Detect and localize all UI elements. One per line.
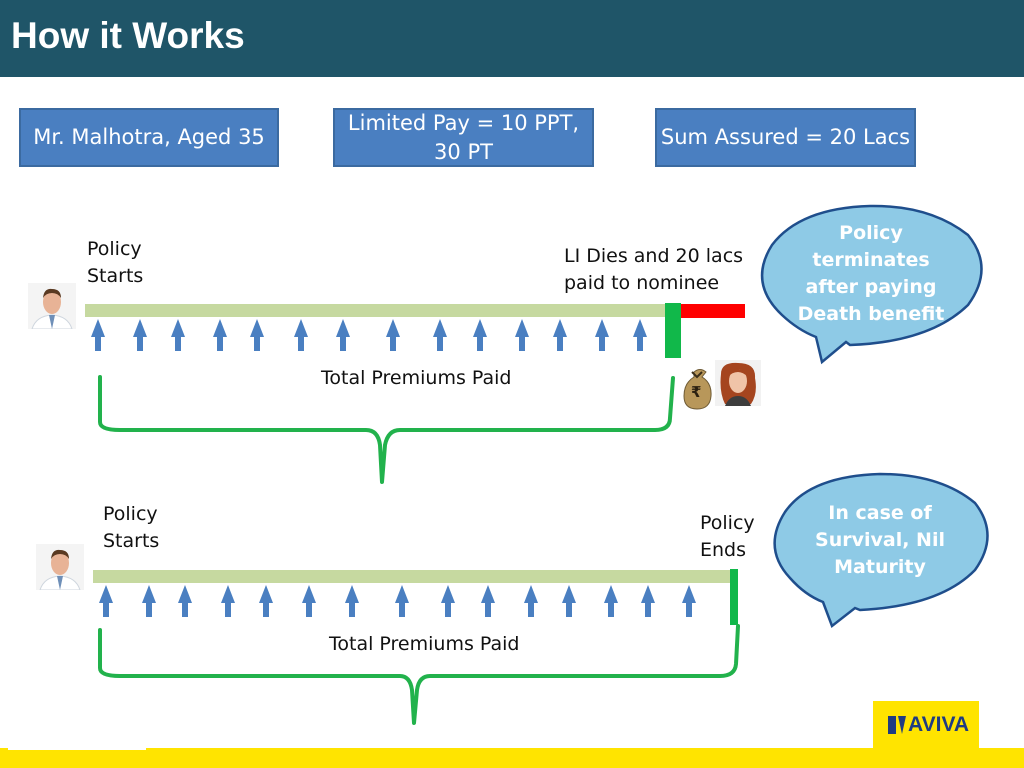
death-event-line-1: LI Dies and 20 lacs bbox=[564, 245, 744, 267]
premiums-brace-2 bbox=[98, 624, 740, 725]
premium-arrow bbox=[515, 319, 529, 351]
premium-timeline-bar-2 bbox=[93, 570, 733, 583]
survival-bubble-text: In case of Survival, Nil Maturity bbox=[780, 500, 980, 581]
total-premiums-label: Total Premiums Paid bbox=[321, 367, 512, 389]
policy-ends-line-2: Ends bbox=[700, 539, 747, 561]
premium-arrow bbox=[441, 585, 455, 617]
insured-box: Mr. Malhotra, Aged 35 bbox=[19, 108, 279, 167]
death-event-line-2: paid to nominee bbox=[564, 272, 720, 294]
premium-arrow bbox=[595, 319, 609, 351]
footer-white-bar bbox=[8, 745, 146, 750]
policyholder-photo-2 bbox=[36, 544, 84, 590]
policy-ends-line-1: Policy bbox=[700, 512, 755, 534]
total-premiums-label-2: Total Premiums Paid bbox=[329, 633, 520, 655]
premium-arrow bbox=[633, 319, 647, 351]
death-event-label: LI Dies and 20 lacs paid to nominee bbox=[564, 243, 743, 297]
premium-arrow bbox=[259, 585, 273, 617]
policy-starts-label-2: Policy Starts bbox=[103, 501, 159, 555]
aviva-logo-mark-icon bbox=[888, 716, 906, 734]
premium-arrow bbox=[171, 319, 185, 351]
premium-arrow bbox=[553, 319, 567, 351]
bubble-line-4: Death benefit bbox=[797, 303, 945, 325]
sum-assured-label: Sum Assured = 20 Lacs bbox=[660, 125, 911, 149]
premium-arrow bbox=[221, 585, 235, 617]
bubble-line-3: after paying bbox=[805, 276, 937, 298]
rupee-symbol: ₹ bbox=[691, 383, 702, 401]
death-event-marker bbox=[665, 303, 681, 358]
premium-arrow bbox=[386, 319, 400, 351]
policy-starts-label: Policy Starts bbox=[87, 236, 143, 290]
policy-starts-line-2: Starts bbox=[87, 265, 144, 287]
premium-arrow bbox=[336, 319, 350, 351]
premium-arrow bbox=[473, 319, 487, 351]
insured-label: Mr. Malhotra, Aged 35 bbox=[33, 125, 265, 149]
bubble-line-2: terminates bbox=[812, 249, 930, 271]
premiums-brace bbox=[98, 375, 675, 484]
premium-arrow bbox=[433, 319, 447, 351]
footer-yellow-strip bbox=[0, 748, 1024, 768]
title-bar: How it Works bbox=[0, 0, 1024, 77]
policy-ends-label: Policy Ends bbox=[700, 510, 755, 564]
premium-timeline-bar bbox=[85, 304, 669, 317]
premium-arrow bbox=[302, 585, 316, 617]
policy-starts-line-2: Starts bbox=[103, 530, 160, 552]
premium-arrow bbox=[99, 585, 113, 617]
premium-arrow bbox=[604, 585, 618, 617]
death-segment-bar bbox=[680, 304, 745, 318]
bubble-line-3: Maturity bbox=[834, 556, 926, 578]
premium-arrow bbox=[481, 585, 495, 617]
premium-arrow bbox=[562, 585, 576, 617]
premium-arrow bbox=[91, 319, 105, 351]
premium-arrow bbox=[345, 585, 359, 617]
policy-starts-line-1: Policy bbox=[103, 503, 158, 525]
death-benefit-bubble-text: Policy terminates after paying Death ben… bbox=[771, 220, 971, 328]
premium-arrow bbox=[524, 585, 538, 617]
bubble-line-1: In case of bbox=[828, 502, 932, 524]
premium-arrow bbox=[250, 319, 264, 351]
bubble-line-2: Survival, Nil bbox=[815, 529, 945, 551]
policy-end-marker bbox=[730, 569, 738, 625]
policyholder-photo bbox=[28, 283, 76, 329]
premium-arrow bbox=[395, 585, 409, 617]
premium-arrow bbox=[213, 319, 227, 351]
premium-arrow bbox=[682, 585, 696, 617]
bubble-line-1: Policy bbox=[839, 222, 903, 244]
premium-arrow bbox=[142, 585, 156, 617]
policy-starts-line-1: Policy bbox=[87, 238, 142, 260]
premium-arrow bbox=[133, 319, 147, 351]
limited-pay-box: Limited Pay = 10 PPT, 30 PT bbox=[333, 108, 594, 167]
aviva-logo-text: AVIVA bbox=[908, 713, 970, 736]
limited-pay-line-2: 30 PT bbox=[434, 139, 493, 164]
premium-arrow bbox=[178, 585, 192, 617]
premium-arrow bbox=[641, 585, 655, 617]
limited-pay-line-1: Limited Pay = 10 PPT, bbox=[347, 110, 580, 135]
sum-assured-box: Sum Assured = 20 Lacs bbox=[655, 108, 916, 167]
nominee-photo bbox=[715, 360, 761, 406]
premium-arrow bbox=[294, 319, 308, 351]
page-title: How it Works bbox=[11, 15, 245, 56]
